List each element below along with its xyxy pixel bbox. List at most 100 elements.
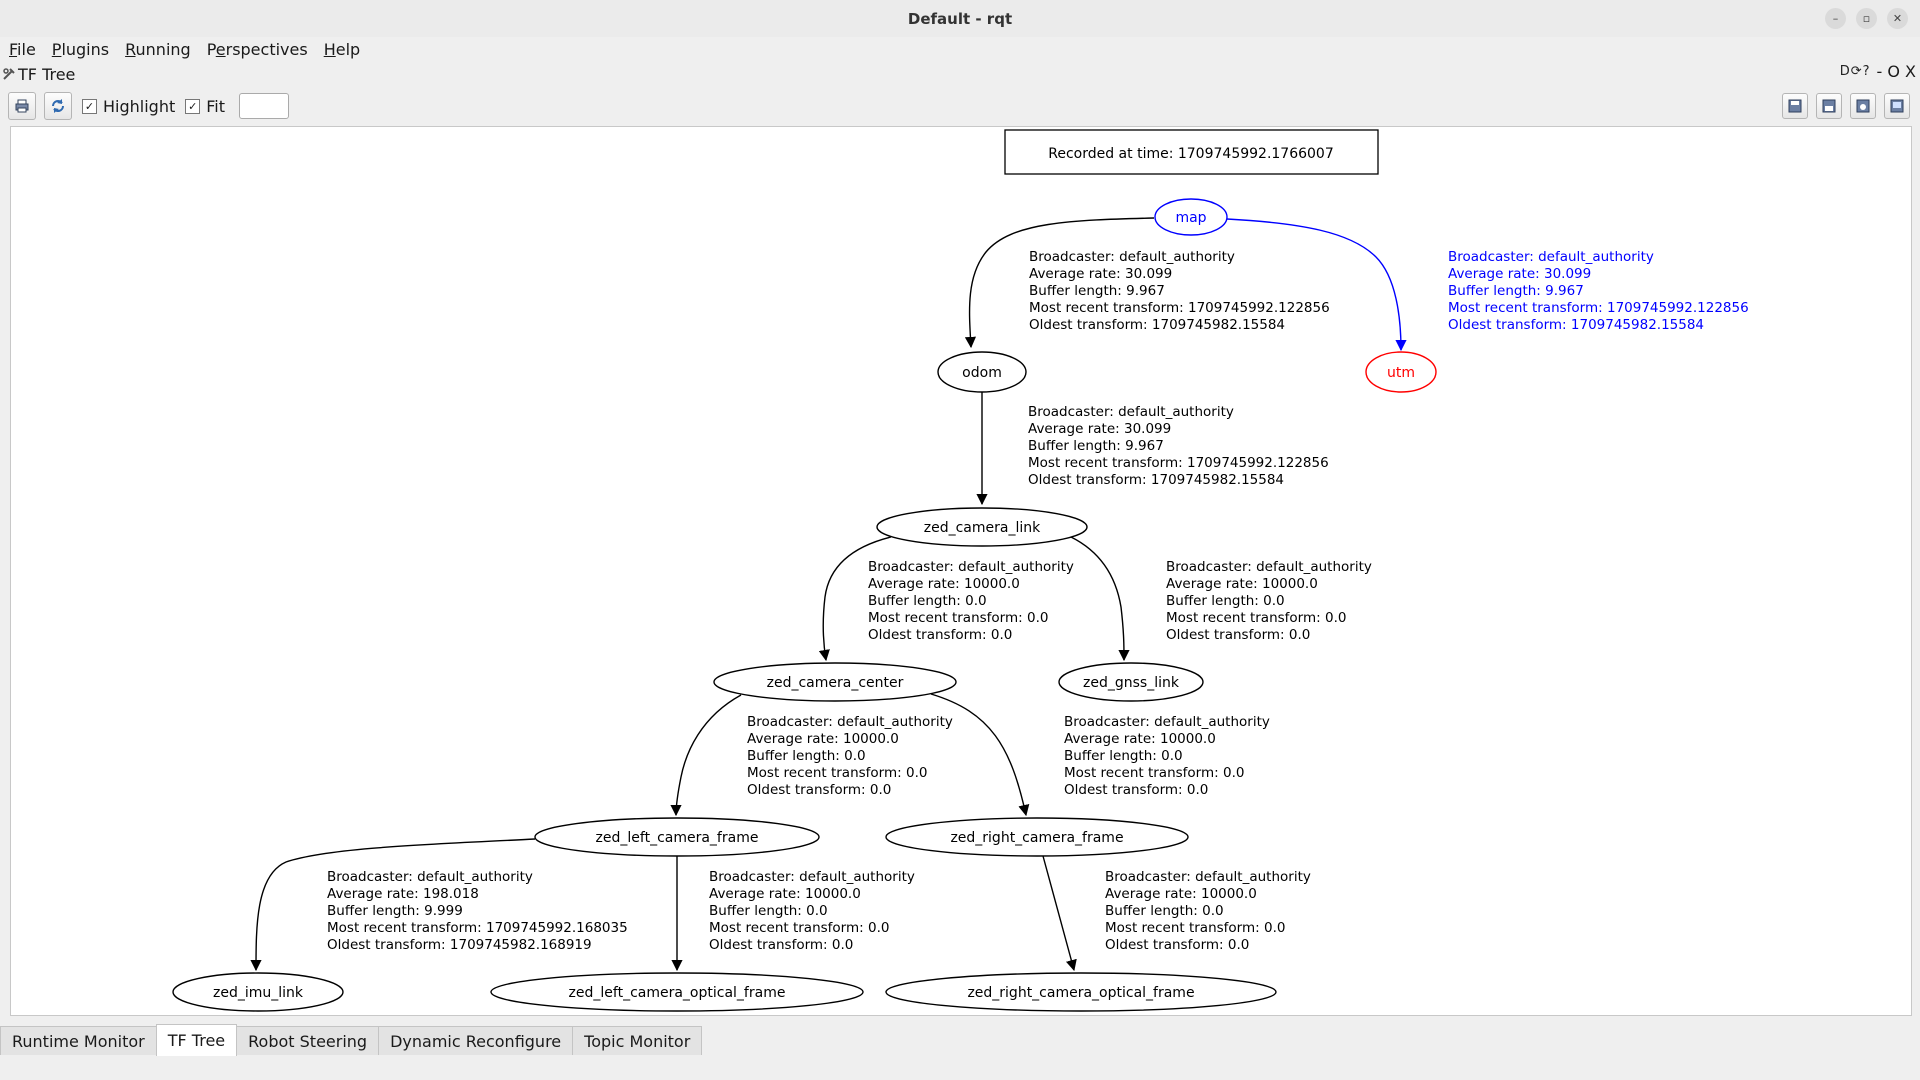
edge-label-line: Broadcaster: default_authority [327, 869, 533, 885]
node-ellipse[interactable] [937, 351, 1027, 393]
edge-label-line: Broadcaster: default_authority [1166, 559, 1372, 575]
node-ellipse[interactable] [876, 507, 1088, 547]
tf-toolbar: ✓ Highlight ✓ Fit [0, 90, 1920, 122]
highlight-checkbox-box[interactable]: ✓ [82, 98, 97, 114]
menu-plugins[interactable]: Plugins [51, 39, 110, 59]
tab-runtime-monitor[interactable]: Runtime Monitor [0, 1026, 157, 1055]
save-image-icon [1890, 99, 1904, 113]
node-label: zed_right_camera_optical_frame [967, 985, 1194, 1001]
edge-line[interactable] [250, 838, 536, 972]
fit-checkbox-box[interactable]: ✓ [185, 98, 201, 114]
node-zed_left_camera_optical_frame[interactable]: zed_left_camera_optical_frame [490, 972, 864, 1012]
edge-line[interactable] [1042, 855, 1077, 972]
refresh-button[interactable] [44, 92, 72, 120]
node-label: zed_right_camera_frame [950, 830, 1123, 846]
node-zed_right_camera_frame[interactable]: zed_right_camera_frame [885, 817, 1189, 857]
node-map[interactable]: map [1154, 198, 1228, 236]
tf-graph-canvas[interactable]: Recorded at time: 1709745992.1766007 Bro… [10, 126, 1912, 1016]
edge-label-line: Average rate: 10000.0 [1105, 886, 1257, 902]
fit-label: Fit [206, 96, 225, 116]
refresh-all-button[interactable] [8, 92, 36, 120]
dock-window-controls[interactable]: - O X [1876, 62, 1917, 81]
edge-label-line: Average rate: 10000.0 [709, 886, 861, 902]
edge-label-line: Average rate: 10000.0 [868, 576, 1020, 592]
tools-icon [3, 68, 15, 80]
edge-label-line: Most recent transform: 1709745992.122856 [1028, 455, 1329, 471]
tab-tf-tree[interactable]: TF Tree [155, 1024, 238, 1056]
node-ellipse[interactable] [885, 817, 1189, 857]
save-svg-button[interactable] [1850, 93, 1876, 119]
edge-label-line: Broadcaster: default_authority [1105, 869, 1311, 885]
edge-label-line: Buffer length: 0.0 [1105, 903, 1224, 919]
tf-graph[interactable]: Recorded at time: 1709745992.1766007 Bro… [11, 127, 1911, 1015]
edge-label-line: Most recent transform: 1709745992.122856 [1448, 300, 1749, 316]
node-label: zed_left_camera_frame [596, 830, 759, 846]
node-zed_camera_center[interactable]: zed_camera_center [713, 662, 957, 702]
fit-checkbox[interactable]: ✓ Fit [185, 97, 225, 116]
edge-label-line: Most recent transform: 0.0 [1105, 920, 1285, 936]
edge-line[interactable] [930, 693, 1030, 817]
edge-label-line: Oldest transform: 0.0 [1105, 937, 1249, 953]
node-odom[interactable]: odom [937, 351, 1027, 393]
edge-line[interactable] [1226, 218, 1407, 352]
edge-label-line: Average rate: 10000.0 [1166, 576, 1318, 592]
node-ellipse[interactable] [490, 972, 864, 1012]
plugin-dock-controls: D⟳? - O X [1840, 62, 1916, 81]
edge-label-line: Buffer length: 0.0 [747, 748, 866, 764]
menu-help[interactable]: Help [323, 39, 361, 59]
dock-help-reload-icon[interactable]: D⟳? [1839, 64, 1871, 79]
menu-perspectives[interactable]: Perspectives [206, 39, 308, 59]
edge-label-line: Oldest transform: 0.0 [1064, 782, 1208, 798]
tab-dynamic-reconfigure[interactable]: Dynamic Reconfigure [378, 1026, 574, 1055]
node-zed_right_camera_optical_frame[interactable]: zed_right_camera_optical_frame [885, 972, 1277, 1012]
node-zed_gnss_link[interactable]: zed_gnss_link [1058, 662, 1204, 702]
edge-label-line: Oldest transform: 0.0 [747, 782, 891, 798]
node-zed_left_camera_frame[interactable]: zed_left_camera_frame [534, 817, 820, 857]
recorded-time-box: Recorded at time: 1709745992.1766007 [1004, 129, 1379, 175]
maximize-button[interactable]: ▫ [1856, 8, 1877, 29]
menu-file[interactable]: File [9, 39, 36, 59]
minimize-button[interactable]: – [1825, 8, 1846, 29]
window-controls: – ▫ ✕ [1825, 8, 1908, 29]
node-ellipse[interactable] [1058, 662, 1204, 702]
node-ellipse[interactable] [172, 972, 344, 1012]
highlight-checkbox[interactable]: ✓ Highlight [82, 97, 175, 116]
tab-robot-steering[interactable]: Robot Steering [236, 1026, 380, 1055]
edge-label-line: Oldest transform: 0.0 [868, 627, 1012, 643]
menu-running[interactable]: Running [125, 39, 191, 59]
print-icon [15, 99, 29, 113]
node-ellipse[interactable] [885, 972, 1277, 1012]
edge-label-line: Oldest transform: 1709745982.168919 [327, 937, 592, 953]
edge-line[interactable] [964, 217, 1155, 349]
load-dot-button[interactable] [1782, 93, 1808, 119]
edge-line[interactable] [818, 536, 892, 662]
refresh-icon [52, 99, 64, 113]
save-dot-button[interactable] [1816, 93, 1842, 119]
edge-line[interactable] [1070, 536, 1130, 662]
timeout-input[interactable] [239, 93, 289, 119]
close-button[interactable]: ✕ [1887, 8, 1908, 29]
node-utm[interactable]: utm [1365, 351, 1437, 393]
save-image-button[interactable] [1884, 93, 1910, 119]
node-zed_imu_link[interactable]: zed_imu_link [172, 972, 344, 1012]
node-ellipse[interactable] [1154, 198, 1228, 236]
edge-line[interactable] [670, 694, 742, 817]
tab-topic-monitor[interactable]: Topic Monitor [572, 1026, 703, 1055]
node-ellipse[interactable] [713, 662, 957, 702]
window-title: Default - rqt [907, 9, 1013, 28]
node-ellipse[interactable] [1365, 351, 1437, 393]
plugin-title[interactable]: TF Tree [2, 65, 75, 84]
node-ellipse[interactable] [534, 817, 820, 857]
node-zed_camera_link[interactable]: zed_camera_link [876, 507, 1088, 547]
